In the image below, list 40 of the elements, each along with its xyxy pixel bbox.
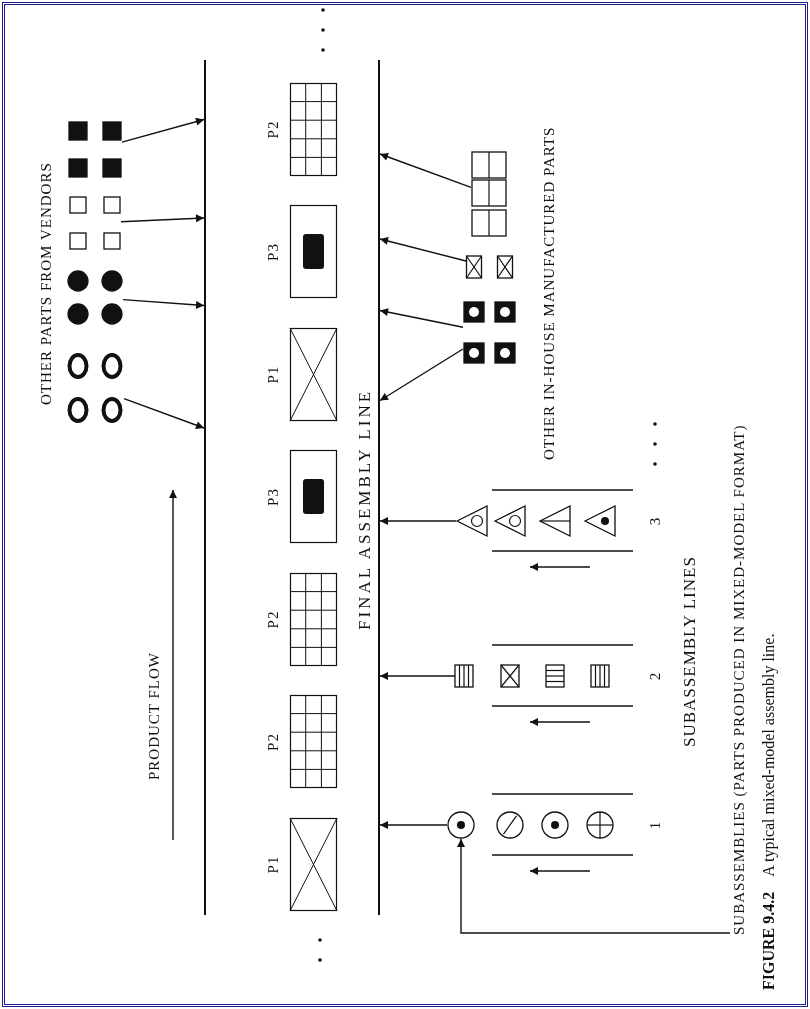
section-label: SUBASSEMBLY LINES xyxy=(681,556,699,747)
arrow xyxy=(123,397,205,429)
section-label: OTHER IN-HOUSE MANUFACTURED PARTS xyxy=(540,126,558,460)
part-icon xyxy=(455,665,473,687)
square-parts-icon xyxy=(69,195,121,251)
band-title: FINAL ASSEMBLY LINE xyxy=(356,388,374,630)
arrow xyxy=(379,348,464,402)
block-parts-icon xyxy=(68,120,122,179)
product-label: P2 xyxy=(264,732,282,753)
line-number: 2 xyxy=(646,670,664,683)
line-number: 1 xyxy=(646,819,664,832)
product-label: P1 xyxy=(264,854,282,876)
product-label: P2 xyxy=(264,119,282,141)
flow-label: PRODUCT FLOW xyxy=(145,652,163,780)
round-parts-icon xyxy=(67,269,123,326)
arrow xyxy=(120,214,205,223)
arrow xyxy=(379,237,467,262)
arrow xyxy=(121,117,205,143)
arrow xyxy=(379,308,464,328)
leader-line xyxy=(457,838,731,934)
product-label: P3 xyxy=(264,242,282,263)
double-box-icon xyxy=(471,151,507,237)
product-label: P1 xyxy=(264,364,282,386)
arrow xyxy=(122,298,205,309)
product-label: P2 xyxy=(264,609,282,631)
assembly-line-band xyxy=(204,60,380,915)
part-icon xyxy=(447,811,475,839)
figure-caption: FIGURE 9.4.2 A typical mixed-model assembly line. xyxy=(760,633,778,990)
crossed-box-icon xyxy=(466,255,513,279)
punched-block-icon xyxy=(463,301,516,364)
part-icon xyxy=(456,506,486,536)
arrow xyxy=(379,821,448,829)
arrow xyxy=(379,517,457,525)
oval-parts-icon xyxy=(66,351,124,425)
arrow xyxy=(379,153,472,189)
line-number: 3 xyxy=(646,515,664,528)
product-label: P3 xyxy=(264,487,282,508)
note-text: SUBASSEMBLIES (PARTS PRODUCED IN MIXED-MODEL FORMAT) xyxy=(730,424,748,935)
arrow xyxy=(379,672,456,680)
section-label: OTHER PARTS FROM VENDORS xyxy=(37,162,55,405)
